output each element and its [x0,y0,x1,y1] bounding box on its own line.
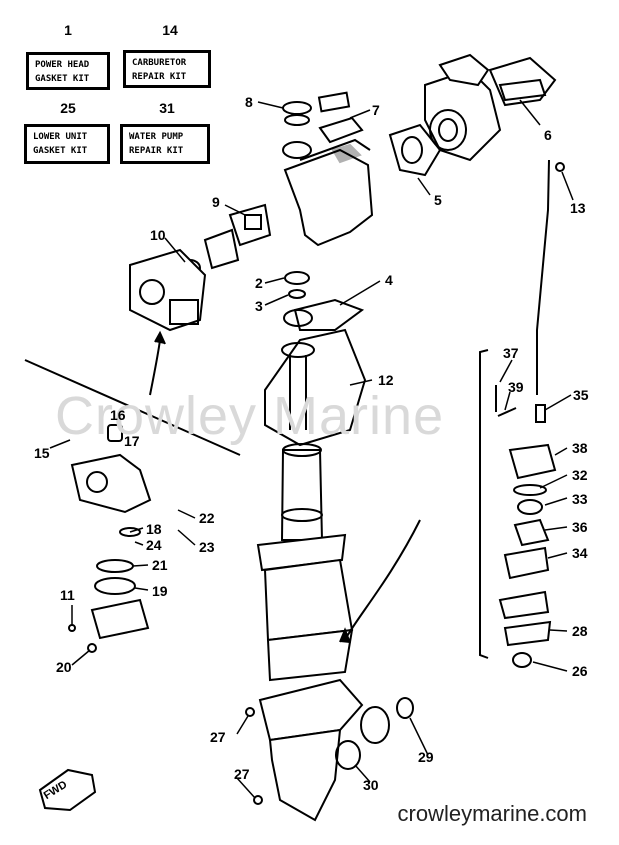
kit-box-carburetor: CARBURETOR REPAIR KIT [123,50,211,88]
callout: 9 [212,194,220,210]
upper-casing [264,328,367,447]
callout: 8 [245,94,253,110]
callout: 3 [255,298,263,314]
kit-line: LOWER UNIT [33,132,88,142]
kit-box-lower-unit: LOWER UNIT GASKET KIT [24,124,110,164]
callout: 13 [570,200,586,216]
callout: 35 [573,387,589,403]
kit-line: WATER PUMP [129,132,184,142]
callout: 20 [56,659,72,675]
fwd-arrow-box [38,768,97,812]
callout: 34 [572,545,588,561]
callout: 10 [150,227,166,243]
callout: 5 [434,192,442,208]
lower-unit [245,678,414,822]
callout: 32 [572,467,588,483]
kit-line: POWER HEAD [35,60,90,70]
callout: 39 [508,379,524,395]
drive-shaft-housing [256,443,354,682]
callout: 19 [152,583,168,599]
callout: 11 [60,587,75,603]
kit-line: GASKET KIT [35,74,90,84]
callout: 38 [572,440,588,456]
crankcase-assembly [388,53,557,177]
kit-number: 14 [162,22,178,38]
kit-line: REPAIR KIT [132,72,187,82]
kit-box-power-head: POWER HEAD GASKET KIT [26,52,110,90]
callout: 30 [363,777,379,793]
kit-number: 25 [60,100,76,116]
kit-number: 1 [64,22,72,38]
water-pump-parts [495,159,565,668]
carb-divider [24,359,241,456]
callout: 33 [572,491,588,507]
callout: 18 [146,521,162,537]
callout: 21 [152,557,168,573]
carburetor-assembly [129,203,272,332]
pump-arrow [344,519,421,641]
callout: 23 [199,539,215,555]
callout: 7 [372,102,380,118]
callout: 27 [210,729,226,745]
seals-and-gasket [283,271,365,331]
watermark: Crowley Marine [55,386,445,446]
callout: 15 [34,445,50,461]
callout: 37 [503,345,519,361]
kit-line: GASKET KIT [33,146,88,156]
callout: 36 [572,519,588,535]
carburetor-exploded [68,424,152,653]
site-url: crowleymarine.com [397,801,588,826]
water-pump-bracket [479,349,489,659]
kit-number: 31 [159,100,175,116]
callout: 16 [110,407,126,423]
callout: 22 [199,510,215,526]
callout: 27 [234,766,250,782]
kit-line: CARBURETOR [132,58,187,68]
leader-lines [49,99,574,799]
callout: 28 [572,623,588,639]
callout: 26 [572,663,588,679]
callout: 24 [146,537,162,553]
power-head-block [282,91,374,247]
carb-arrow [149,339,161,396]
kit-box-water-pump: WATER PUMP REPAIR KIT [120,124,210,164]
callout: 6 [544,127,552,143]
callout: 2 [255,275,263,291]
callout: 17 [124,433,140,449]
callout: 29 [418,749,434,765]
callout: 4 [385,272,393,288]
callout: 12 [378,372,394,388]
kit-line: REPAIR KIT [129,146,184,156]
